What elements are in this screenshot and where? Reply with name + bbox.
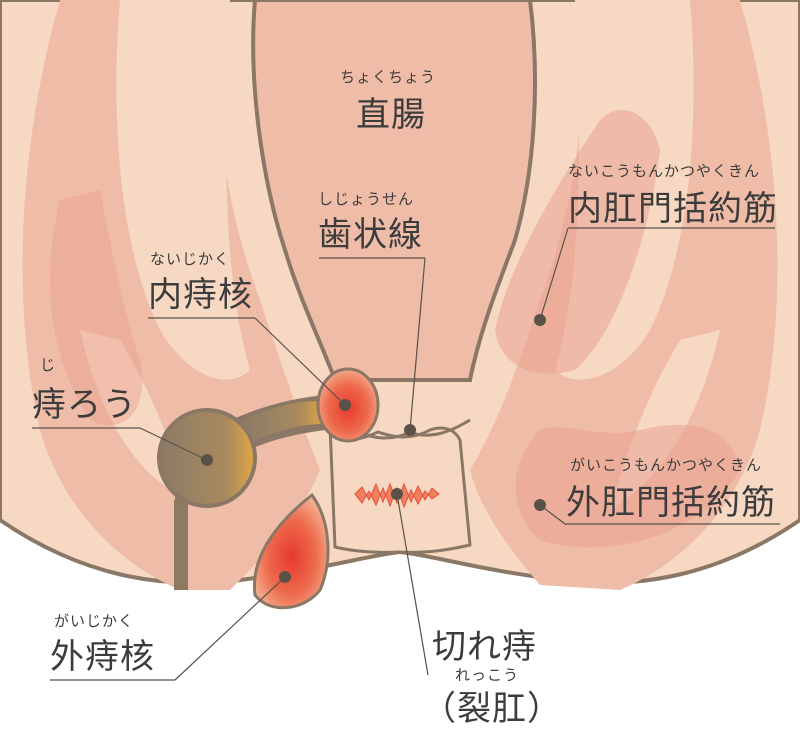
external-hemorrhoid-shape [252, 492, 330, 610]
anal-canal [328, 420, 472, 554]
internal-sphincter-label: 内肛門括約筋 [568, 189, 778, 229]
internal-sphincter-ruby: ないこうもんかつやくきん [568, 162, 761, 180]
internal-hemorrhoid-label: 内痔核 [148, 275, 253, 315]
external-hemorrhoid-label: 外痔核 [50, 637, 155, 677]
left-upper-muscle [50, 190, 143, 426]
dentate-line-label: 歯状線 [318, 215, 423, 255]
marker-dots [201, 314, 546, 583]
rectum-label: 直腸 [356, 95, 426, 135]
external-sphincter-ruby: がいこうもんかつやくきん [570, 456, 763, 474]
rectum-ruby: ちょくちょう [340, 68, 437, 86]
internal-hemorrhoid-ruby: ないじかく [150, 250, 231, 268]
fistula-opening [174, 500, 188, 590]
external-hemorrhoid-ruby: がいじかく [54, 612, 135, 630]
internal-sphincter-muscle [495, 110, 660, 374]
anal-fissure-sublabel: （裂肛） [422, 689, 562, 729]
left-inner-band [116, 0, 250, 380]
leader-lines [32, 227, 780, 681]
anal-fissure-ruby: れっこう [455, 666, 520, 684]
rectum-body [251, 0, 537, 382]
anal-fistula-label: 痔ろう [32, 385, 137, 425]
dentate-line-ruby: しじょうせん [318, 190, 415, 208]
anal-fistula-ruby: じ [40, 356, 57, 374]
external-sphincter-label: 外肛門括約筋 [566, 483, 776, 523]
external-sphincter-muscle [515, 424, 740, 548]
anal-fissure-label: 切れ痔 [432, 627, 537, 667]
